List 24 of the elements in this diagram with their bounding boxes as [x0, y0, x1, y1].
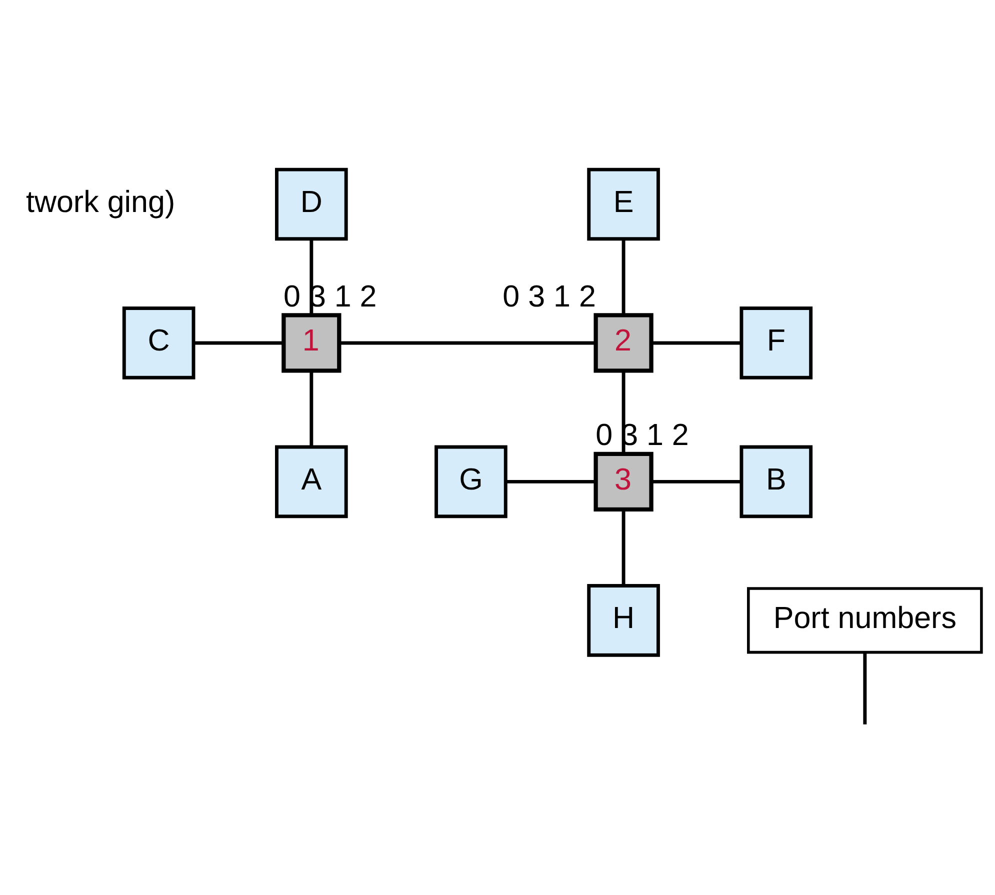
- node-box: 2: [593, 313, 653, 373]
- node-box: 1: [281, 313, 341, 373]
- connector: [651, 341, 741, 345]
- connector: [309, 371, 313, 447]
- node-box: H: [586, 584, 660, 657]
- node-box: B: [739, 445, 812, 518]
- connector: [309, 239, 313, 316]
- node-box: C: [122, 306, 195, 380]
- label: twork ging): [25, 185, 175, 220]
- connector: [194, 341, 283, 345]
- node-box: A: [274, 445, 348, 518]
- node-label: 0 3 1 2: [502, 279, 596, 314]
- node-box: D: [274, 168, 348, 241]
- node-box: 3: [593, 452, 653, 512]
- node-box: F: [739, 306, 812, 380]
- node-box: E: [586, 168, 660, 241]
- node-box: Port numbers: [746, 587, 982, 654]
- connector: [651, 480, 741, 484]
- connector: [621, 239, 625, 316]
- connector: [621, 510, 625, 586]
- connector: [506, 480, 596, 484]
- connector: [862, 652, 866, 724]
- node-box: G: [434, 445, 507, 518]
- connector: [338, 341, 595, 345]
